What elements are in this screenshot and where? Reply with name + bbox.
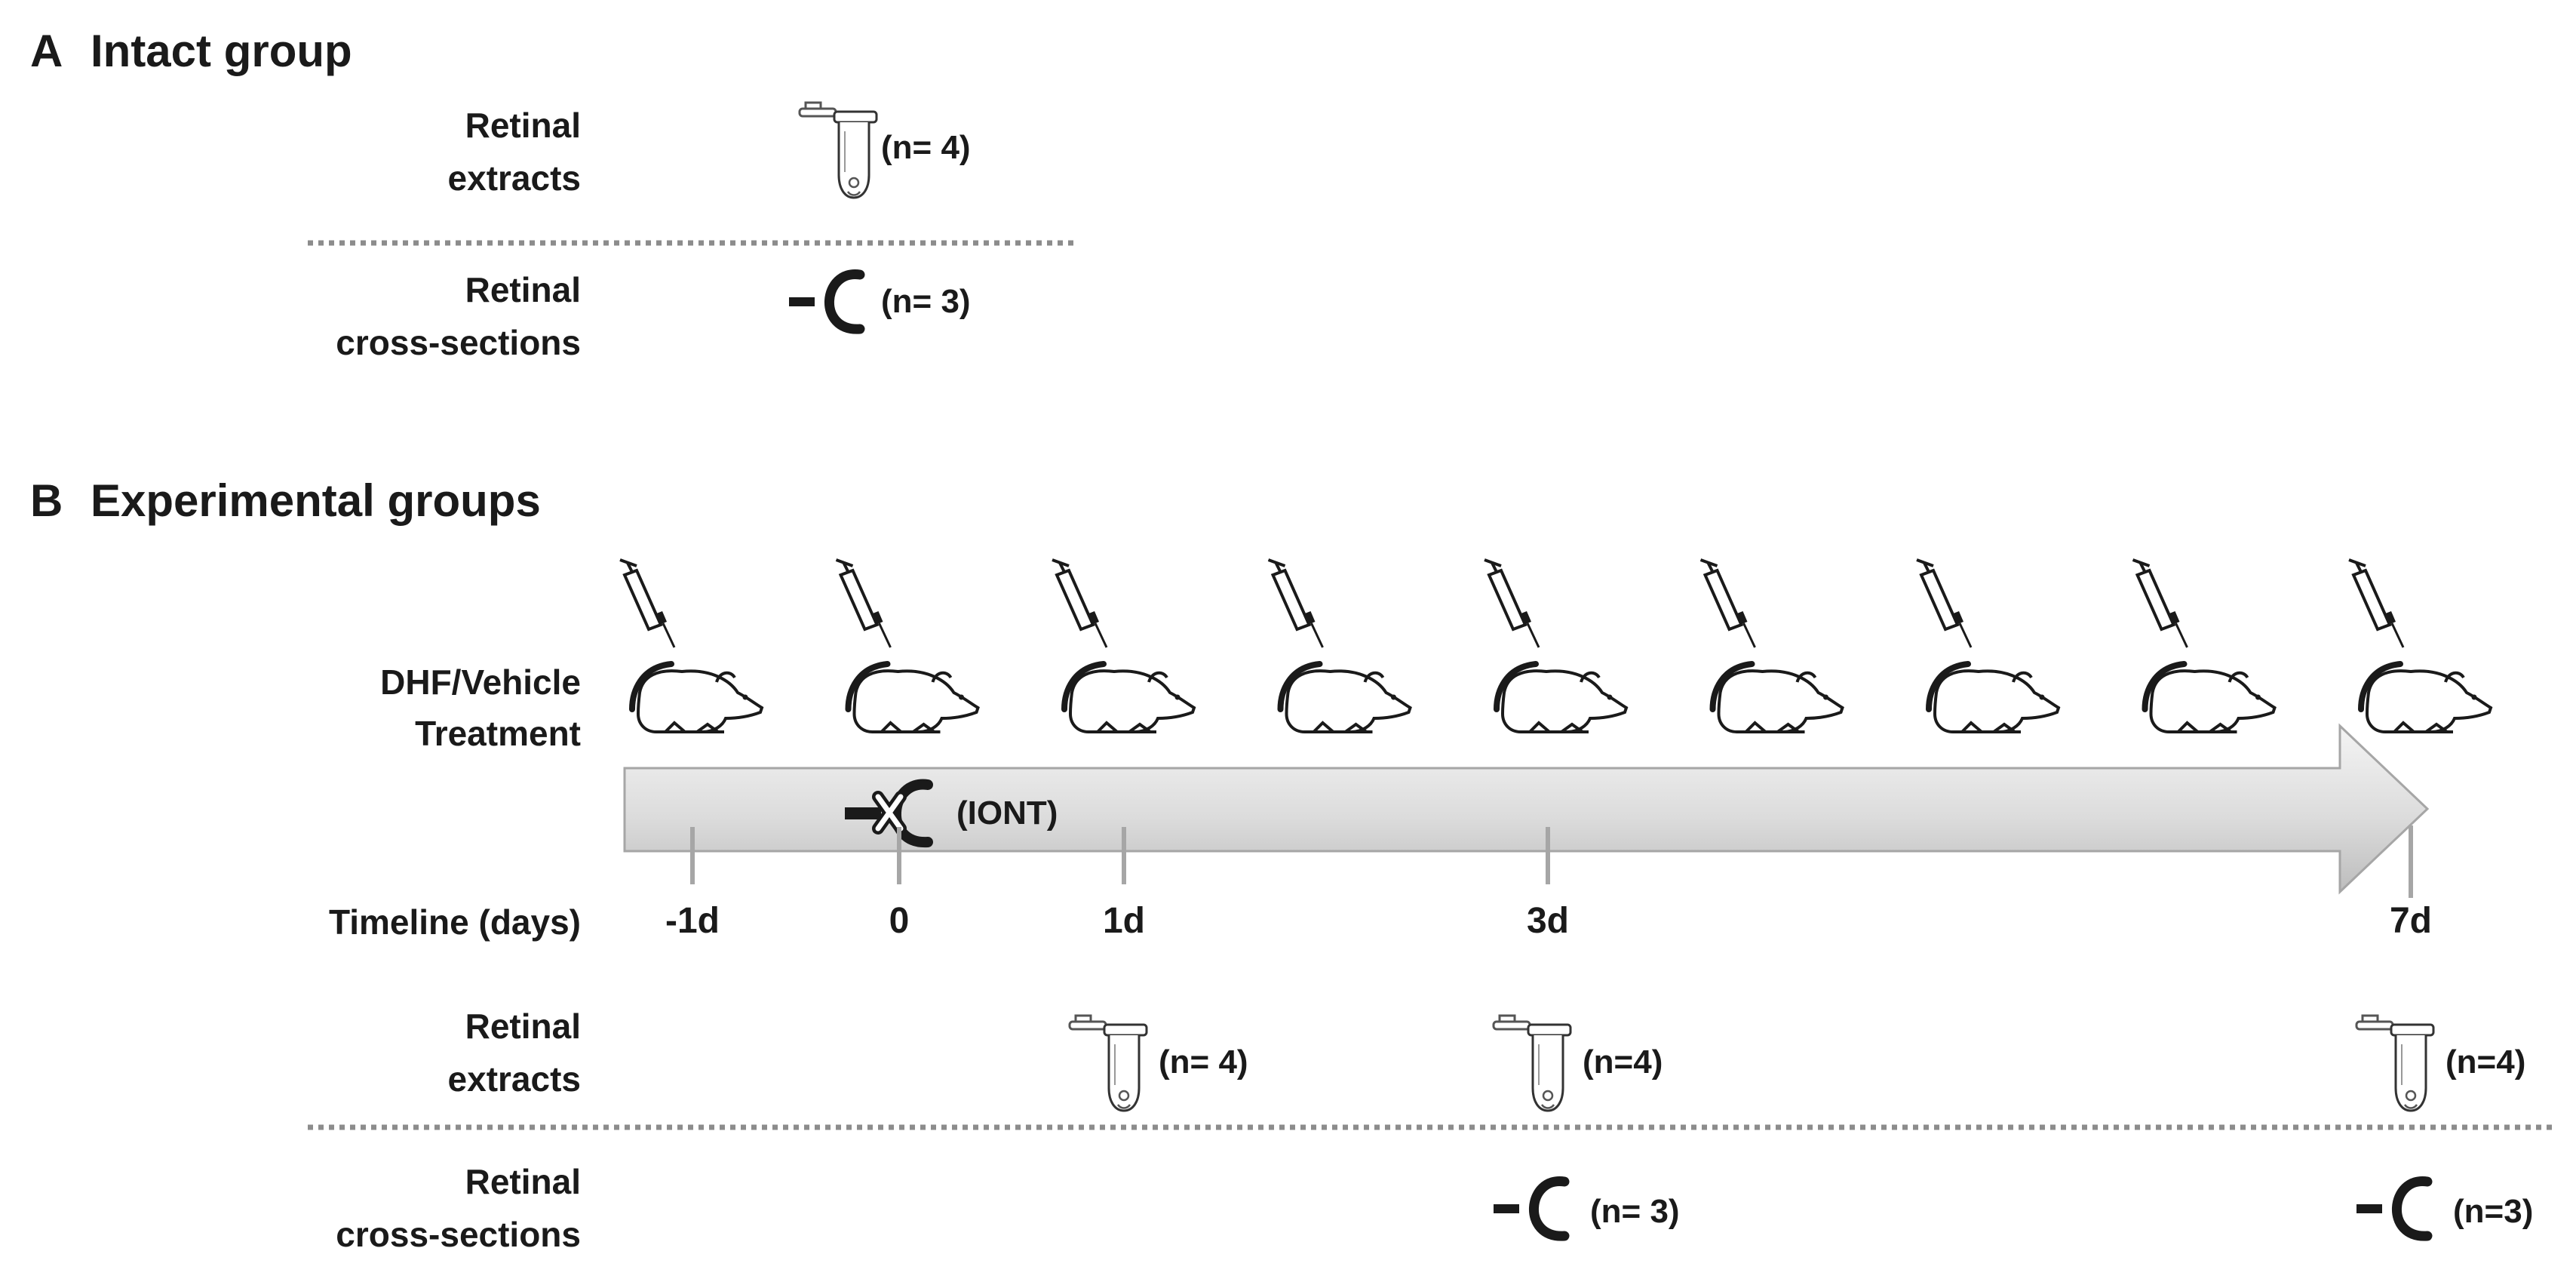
tube-icon	[798, 101, 878, 199]
section-a-title: Intact group	[91, 26, 352, 76]
mouse-icon	[632, 664, 762, 732]
section-b-letter: B	[30, 475, 63, 526]
mouse-icon	[1929, 664, 2059, 732]
tube-icon	[1068, 1014, 1148, 1112]
syringe-icon	[619, 558, 676, 649]
section-a-extracts-n: (n= 4)	[881, 129, 971, 166]
cross-section-samples: (n= 3) (n=3)	[1494, 1181, 2533, 1236]
treatment-label-line2: Treatment	[415, 714, 581, 753]
syringe-icon	[1267, 558, 1325, 649]
syringe-icon	[834, 558, 892, 649]
syringe-icon	[1051, 558, 1108, 649]
extracts-samples: (n= 4) (n=4) (n=4)	[1068, 1014, 2525, 1112]
extracts-n-label: (n= 4)	[1159, 1044, 1248, 1081]
mouse-icon	[2361, 664, 2491, 732]
timeline-tick-label: 1d	[1103, 901, 1145, 941]
timeline-tick-label: -1d	[665, 901, 720, 941]
tube-icon	[2355, 1014, 2435, 1112]
timeline-tick-label: 0	[889, 901, 910, 941]
timeline-tick-label: 3d	[1527, 901, 1569, 941]
extracts-n-label: (n=4)	[1583, 1044, 1663, 1081]
tube-icon	[1492, 1014, 1572, 1112]
cross-n-label: (n= 3)	[1590, 1193, 1680, 1230]
section-a-letter: A	[30, 26, 63, 76]
syringe-icon	[1915, 558, 1973, 649]
timeline-ticks: -1d 0 1d 3d 7d	[665, 825, 2432, 941]
section-b-title: Experimental groups	[91, 475, 541, 526]
extracts-label-line2: extracts	[448, 1059, 581, 1099]
mouse-icon	[1281, 664, 1411, 732]
eye-section-icon	[2356, 1181, 2427, 1236]
timeline-arrow	[623, 723, 2430, 895]
syringe-icon	[2347, 558, 2405, 649]
mouse-icon	[1497, 664, 1626, 732]
section-a-extracts-label-line2: extracts	[448, 158, 581, 198]
eye-section-icon	[789, 274, 860, 329]
eye-section-icon	[1494, 1181, 1564, 1236]
treatment-icons-row	[619, 558, 2491, 732]
section-a-extracts-label-line1: Retinal	[465, 106, 581, 145]
injury-label: (IONT)	[956, 795, 1058, 832]
extracts-label-line1: Retinal	[465, 1007, 581, 1046]
treatment-label-line1: DHF/Vehicle	[380, 662, 581, 702]
mouse-icon	[1064, 664, 1194, 732]
mouse-icon	[2145, 664, 2275, 732]
section-a-cross-label-line1: Retinal	[465, 270, 581, 309]
syringe-icon	[2131, 558, 2189, 649]
mouse-icon	[1713, 664, 1843, 732]
cross-label-line1: Retinal	[465, 1162, 581, 1201]
cross-label-line2: cross-sections	[336, 1215, 581, 1254]
mouse-icon	[849, 664, 978, 732]
syringe-icon	[1483, 558, 1540, 649]
section-a-cross-n: (n= 3)	[881, 283, 971, 320]
section-a-cross-label-line2: cross-sections	[336, 323, 581, 362]
timeline-label: Timeline (days)	[329, 902, 581, 942]
cross-n-label: (n=3)	[2453, 1193, 2533, 1230]
extracts-n-label: (n=4)	[2446, 1044, 2525, 1081]
timeline-tick-label: 7d	[2390, 901, 2432, 941]
syringe-icon	[1699, 558, 1757, 649]
